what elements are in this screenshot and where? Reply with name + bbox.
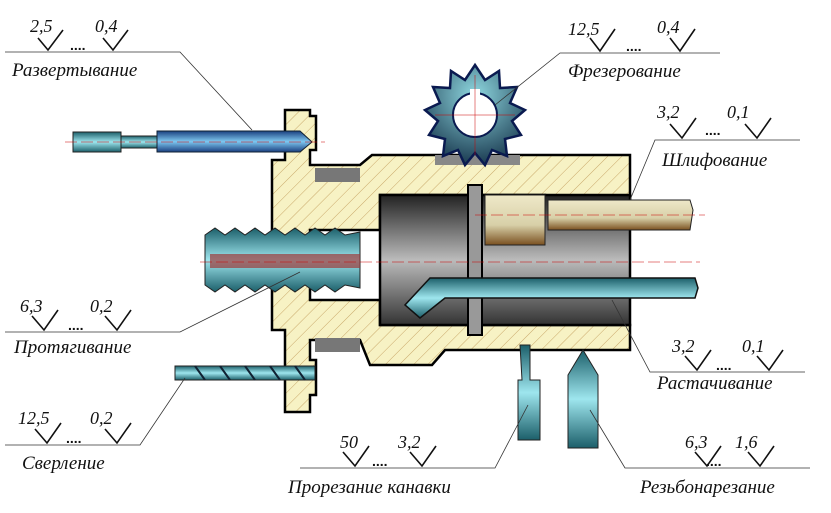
roughness-check-icon xyxy=(31,309,59,332)
annotation-drilling: 12,5 .... 0,2 Сверление xyxy=(18,408,132,474)
broach-tool xyxy=(200,227,700,293)
threading-tool xyxy=(567,349,599,449)
leader-lines xyxy=(5,51,810,469)
roughness-check-icon xyxy=(669,28,696,53)
roughness-check-icon xyxy=(37,29,64,52)
range-dots: .... xyxy=(372,453,388,469)
recess-bottom xyxy=(315,338,360,352)
roughness-to: 0,4 xyxy=(95,16,118,36)
annotation-grooving: 50 .... 3,2 Прорезание канавки xyxy=(287,432,451,498)
roughness-check-icon xyxy=(409,445,437,468)
roughness-check-icon xyxy=(756,349,784,372)
operation-label: Прорезание канавки xyxy=(287,477,451,498)
operation-label: Развертывание xyxy=(11,60,137,81)
roughness-check-icon xyxy=(669,117,697,140)
roughness-from: 50 xyxy=(340,432,358,452)
grinding-tool xyxy=(475,194,705,246)
roughness-check-icon xyxy=(744,117,772,140)
roughness-check-icon xyxy=(747,445,775,468)
roughness-check-icon xyxy=(104,309,132,332)
roughness-to: 3,2 xyxy=(397,432,421,452)
roughness-to: 1,6 xyxy=(735,432,758,452)
roughness-to: 0,1 xyxy=(742,336,765,356)
roughness-to: 0,1 xyxy=(727,102,750,122)
roughness-check-icon xyxy=(694,445,722,468)
milled-slot xyxy=(435,155,520,165)
drill-tool xyxy=(174,365,316,381)
operation-label: Шлифование xyxy=(661,150,767,171)
annotation-broaching: 6,3 .... 0,2 Протягивание xyxy=(13,296,132,358)
groove xyxy=(467,184,483,336)
operation-label: Растачивание xyxy=(656,373,773,394)
roughness-from: 12,5 xyxy=(568,19,600,39)
range-dots: .... xyxy=(70,37,86,53)
roughness-from: 6,3 xyxy=(685,432,708,452)
range-dots: .... xyxy=(716,357,732,373)
operation-label: Фрезерование xyxy=(568,61,681,82)
roughness-from: 6,3 xyxy=(20,296,43,316)
operation-label: Протягивание xyxy=(13,337,131,358)
roughness-check-icon xyxy=(104,422,132,445)
roughness-check-icon xyxy=(684,349,712,372)
roughness-from: 12,5 xyxy=(18,408,50,428)
operation-label: Резьбонарезание xyxy=(639,477,775,498)
range-dots: .... xyxy=(706,453,722,469)
roughness-check-icon xyxy=(34,422,62,445)
boring-tool xyxy=(403,277,699,319)
recess-top xyxy=(315,168,360,182)
roughness-from: 3,2 xyxy=(656,102,680,122)
reamer-tool xyxy=(65,130,325,153)
annotation-milling: 12,5 .... 0,4 Фрезерование xyxy=(568,17,696,82)
range-dots: .... xyxy=(705,122,721,138)
roughness-to: 0,2 xyxy=(90,408,113,428)
range-dots: .... xyxy=(66,430,82,446)
milling-cutter-tool xyxy=(422,62,528,168)
roughness-to: 0,2 xyxy=(90,296,113,316)
roughness-to: 0,4 xyxy=(657,17,680,37)
range-dots: .... xyxy=(68,317,84,333)
roughness-from: 2,5 xyxy=(30,16,53,36)
roughness-check-icon xyxy=(589,28,616,53)
roughness-check-icon xyxy=(102,29,129,52)
grooving-tool xyxy=(517,344,541,441)
operation-label: Сверление xyxy=(22,453,105,474)
roughness-check-icon xyxy=(342,445,370,468)
annotation-boring: 3,2 .... 0,1 Растачивание xyxy=(656,336,784,394)
roughness-from: 3,2 xyxy=(671,336,695,356)
annotation-grinding: 3,2 .... 0,1 Шлифование xyxy=(656,102,772,171)
annotation-threading: 6,3 .... 1,6 Резьбонарезание xyxy=(639,432,775,498)
range-dots: .... xyxy=(626,38,642,54)
annotation-reaming: 2,5 .... 0,4 Развертывание xyxy=(11,16,137,81)
